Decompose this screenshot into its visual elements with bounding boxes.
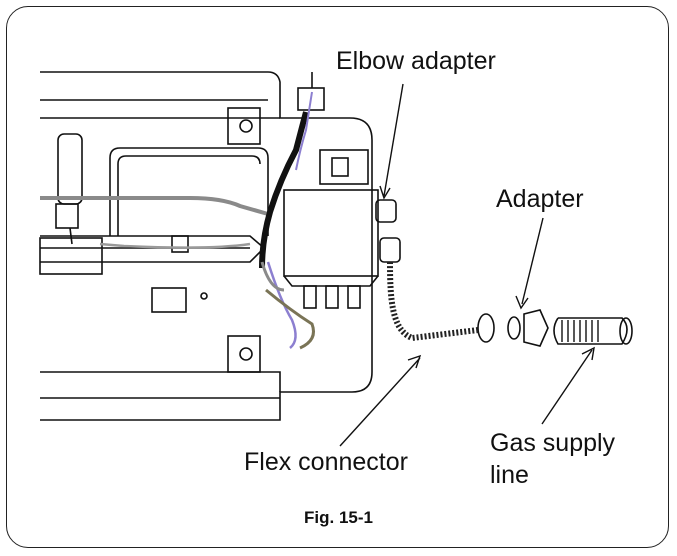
valve-outlet-1: [303, 285, 317, 309]
valve-top-plate: [319, 149, 369, 185]
tube-loop: [109, 147, 269, 236]
grey-tube-2: [99, 242, 251, 249]
leader-adapter: [521, 217, 544, 305]
leader-flex: [339, 357, 421, 447]
screw-bottom: [239, 347, 253, 361]
bracket-bottom: [227, 335, 261, 373]
adapter-small: [507, 316, 521, 340]
leader-gas-arrow: [581, 346, 595, 361]
frame-rail-bottom: [40, 371, 281, 392]
olive-wire: [265, 288, 315, 350]
tube-loop-inner: [117, 155, 261, 236]
gas-valve: [283, 189, 379, 277]
leader-elbow: [383, 83, 404, 197]
leader-flex-arrow: [407, 354, 422, 369]
valve-outlet-3: [347, 285, 361, 309]
valve-skirt: [283, 275, 379, 287]
gas-supply-pipe: [553, 317, 628, 345]
manifold-hole: [200, 292, 208, 300]
top-mount: [297, 87, 325, 111]
burner-block: [39, 237, 103, 275]
grey-wire: [260, 261, 285, 292]
flex-connector-hose: [387, 261, 479, 342]
manifold-bracket-2: [171, 235, 189, 253]
label-elbow-adapter: Elbow adapter: [336, 47, 496, 75]
label-flex-connector: Flex connector: [244, 448, 408, 476]
adapter-nut: [523, 309, 549, 347]
black-cable: [259, 111, 309, 269]
purple-wire: [295, 91, 313, 171]
label-gas-supply-line: Gas supply line: [490, 427, 615, 491]
grey-tube: [40, 196, 269, 216]
pilot-tube: [57, 133, 83, 205]
pipe-end: [619, 317, 633, 345]
leader-gas: [541, 349, 593, 425]
flex-end-nut: [477, 313, 495, 343]
elbow-fitting: [375, 199, 397, 223]
label-gas-supply-line-1: Gas supply: [490, 429, 616, 457]
valve-outlet-2: [325, 285, 339, 309]
purple-wire-2: [266, 261, 297, 349]
appliance-frame: [40, 71, 373, 421]
figure-frame: [6, 6, 669, 548]
pilot-head: [55, 203, 79, 229]
bracket-top: [227, 107, 261, 145]
pilot-stem: [69, 227, 73, 245]
label-gas-supply-line-2: line: [490, 461, 529, 489]
screw-top: [239, 119, 253, 133]
manifold-bracket: [151, 287, 187, 313]
label-adapter: Adapter: [496, 185, 584, 213]
flex-top-nut: [379, 237, 401, 263]
burner-tube: [40, 235, 266, 263]
valve-terminal: [331, 157, 349, 177]
leader-elbow-arrow: [379, 185, 391, 200]
leader-adapter-arrow: [515, 295, 529, 310]
figure-caption: Fig. 15-1: [304, 508, 373, 527]
